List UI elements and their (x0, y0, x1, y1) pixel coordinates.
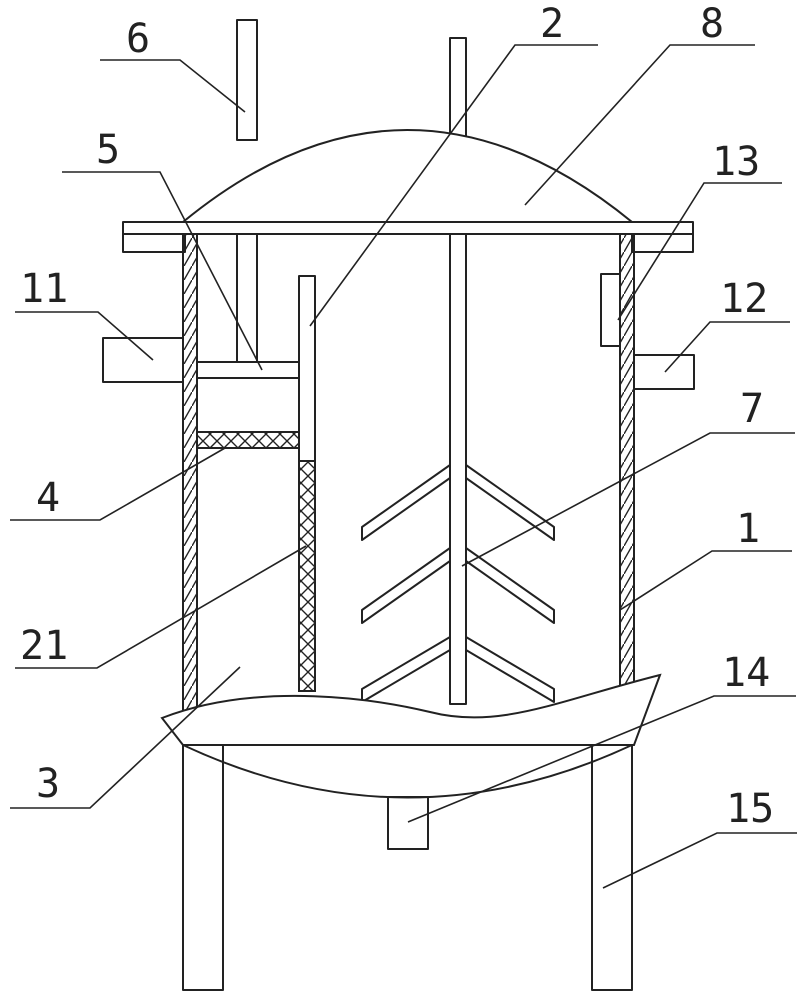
partition-screen (298, 460, 316, 692)
feed-pipe-inner (236, 233, 258, 363)
label-2: 2 (540, 1, 564, 47)
feed-pipe (236, 19, 258, 141)
filter-mesh (196, 431, 300, 449)
label-4: 4 (36, 475, 60, 521)
label-14: 14 (722, 650, 770, 696)
stirring-shaft (449, 233, 467, 705)
outlet-nozzle (633, 354, 695, 390)
bottom-head (182, 744, 633, 799)
label-7: 7 (740, 386, 764, 432)
label-8: 8 (700, 1, 724, 47)
distribution-plate (196, 361, 300, 379)
stirring-blades (361, 464, 555, 703)
label-15: 15 (726, 786, 774, 832)
partition-plate (298, 275, 316, 462)
label-12: 12 (720, 276, 768, 322)
label-21: 21 (20, 623, 68, 669)
labels: 6 2 8 5 13 11 12 7 4 1 21 14 3 15 (20, 1, 774, 832)
label-5: 5 (96, 127, 120, 173)
top-dome (182, 129, 633, 223)
tank-wall-left (182, 233, 198, 731)
sensor (600, 273, 621, 347)
break-line (160, 673, 662, 746)
discharge-outlet (387, 796, 429, 850)
label-3: 3 (36, 761, 60, 807)
leader-lines (10, 44, 797, 889)
label-6: 6 (126, 16, 150, 62)
inlet-nozzle (102, 337, 184, 383)
label-11: 11 (20, 266, 68, 312)
label-1: 1 (736, 506, 760, 552)
top-flange (122, 221, 694, 253)
support-legs (182, 744, 633, 991)
label-13: 13 (712, 139, 760, 185)
tank-wall-right (619, 233, 635, 691)
